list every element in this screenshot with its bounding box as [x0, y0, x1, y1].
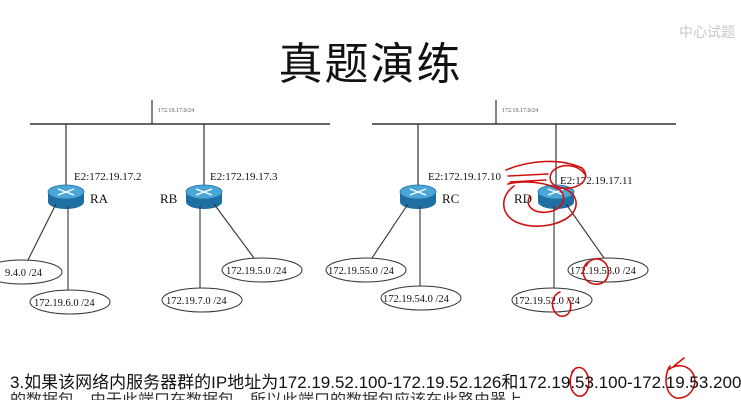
subnet-rd-2-shape	[511, 287, 593, 313]
subnet-ra-2-shape	[29, 289, 111, 315]
router-rb-label: RB	[160, 191, 178, 206]
subnet-rc-1-shape	[325, 257, 407, 283]
link-rd-1	[565, 203, 605, 259]
watermark-text: 中心试题	[679, 24, 735, 40]
link-rc-1	[371, 203, 409, 259]
router-rc-arrows	[409, 188, 427, 196]
ink-circle-52	[551, 291, 572, 317]
subnet-rd-1-label: 172.19.53.0 /24	[570, 266, 637, 277]
router-rd-iface: E2:172.19.17.11	[560, 175, 633, 187]
router-rd-arrows	[547, 188, 565, 196]
ink-scribble-rd-lines	[507, 173, 549, 183]
link-ra-1	[27, 203, 57, 261]
subnet-ra-2-label: 172.19.6.0 /24	[34, 298, 95, 309]
subnet-rc-1-label: 172.19.55.0 /24	[328, 266, 395, 277]
question-text: 3.如果该网络内服务器群的IP地址为172.19.52.100-172.19.5…	[10, 373, 741, 392]
router-rd	[537, 184, 575, 209]
router-rb-iface: E2:172.19.17.3	[210, 171, 278, 183]
ink-circle-question-53b	[665, 357, 696, 399]
subnet-rc-2-label: 172.19.54.0 /24	[383, 294, 450, 305]
subnet-rc-2-shape	[380, 285, 462, 311]
ink-scribble-rd-left	[502, 185, 577, 227]
subnet-rb-2-label: 172.19.5.0 /24	[226, 266, 287, 277]
router-ra-label: RA	[90, 191, 109, 206]
ink-circle-53	[582, 258, 610, 285]
top-network-left: 172.19.17.0/24	[158, 108, 194, 114]
subnet-rb-1-shape	[161, 287, 243, 313]
question-text-cutoff-line: 的数据包，由于此端口在数据包，所以此端口的数据包应该在此路由器上，	[0, 392, 741, 400]
link-rb-2	[213, 203, 255, 259]
subnet-ra-1-label: 9.4.0 /24	[5, 268, 43, 279]
ink-scribble-rd-top	[505, 160, 587, 190]
ink-circle-question-53a	[569, 366, 590, 397]
router-rc-label: RC	[442, 191, 459, 206]
subnet-rd-2-label: 172.19.52.0 /24	[514, 296, 581, 307]
subnet-rb-2-shape	[221, 257, 303, 283]
router-rb	[185, 184, 223, 209]
ink-scribble-rd-loop	[507, 181, 565, 214]
question-text-cutoff: 的数据包，由于此端口在数据包，所以此端口的数据包应该在此路由器上，	[10, 392, 741, 400]
slide-title: 真题演练	[278, 40, 463, 89]
red-ink-annotations	[502, 160, 696, 399]
router-ra-iface: E2:172.19.17.2	[74, 171, 142, 183]
subnet-rb-1-label: 172.19.7.0 /24	[166, 296, 227, 307]
router-ra-arrows	[57, 188, 75, 196]
router-rc	[399, 184, 437, 209]
router-rc-iface: E2:172.19.17.10	[428, 171, 502, 183]
top-network-right: 172.19.17.0/24	[502, 108, 538, 114]
router-rb-arrows	[195, 188, 213, 196]
router-ra	[47, 184, 85, 209]
subnet-ra-1-shape	[0, 259, 63, 285]
